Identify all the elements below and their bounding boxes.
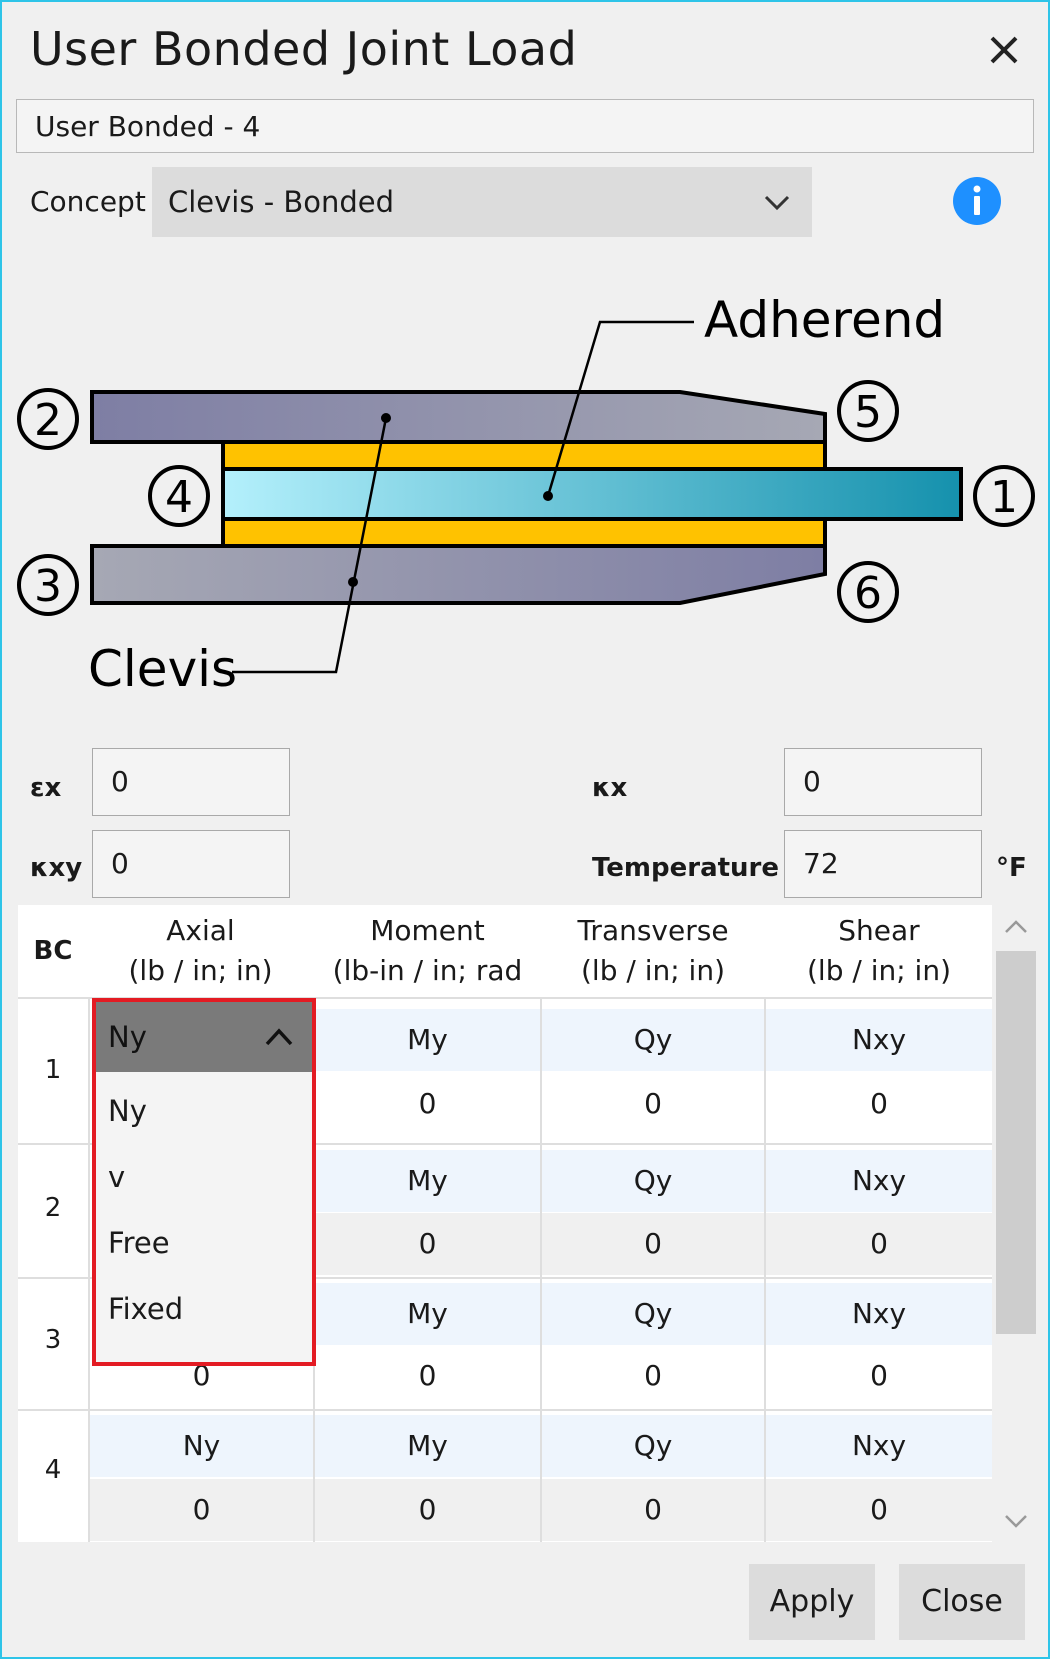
header-bc: BC — [33, 936, 73, 966]
temperature-label: Temperature — [592, 853, 780, 883]
kxy-input[interactable]: 0 — [92, 830, 290, 898]
moment-value-1[interactable]: 0 — [315, 1073, 540, 1135]
chevron-down-icon — [764, 195, 790, 211]
dropdown-option-free[interactable]: Free — [108, 1226, 170, 1260]
shear-select-1[interactable]: Nxy — [766, 1009, 992, 1071]
axial-dropdown-selected[interactable]: Ny — [96, 1002, 312, 1072]
marker-3: 3 — [17, 554, 79, 616]
moment-value-4[interactable]: 0 — [315, 1479, 540, 1541]
header-moment: Moment(lb-in / in; rad — [332, 914, 523, 987]
adherend-leader — [546, 320, 694, 497]
scroll-down-icon[interactable] — [1004, 1513, 1028, 1529]
axial-dropdown-open[interactable]: Ny Ny v Free Fixed — [92, 998, 316, 1366]
marker-6: 6 — [837, 561, 899, 623]
header-transverse: Transverse(lb / in; in) — [577, 914, 729, 987]
close-icon[interactable] — [984, 30, 1024, 70]
shear-select-2[interactable]: Nxy — [766, 1150, 992, 1212]
adhesive-top — [221, 440, 827, 471]
ex-input[interactable]: 0 — [92, 748, 290, 816]
transverse-select-1[interactable]: Qy — [542, 1009, 764, 1071]
concept-value: Clevis - Bonded — [168, 185, 395, 219]
marker-4: 4 — [148, 465, 210, 527]
shear-value-2[interactable]: 0 — [766, 1213, 992, 1275]
shear-select-4[interactable]: Nxy — [766, 1415, 992, 1477]
svg-text:4: 4 — [165, 472, 193, 523]
clevis-leader — [232, 417, 388, 674]
name-input[interactable]: User Bonded - 4 — [16, 99, 1034, 153]
dropdown-option-fixed[interactable]: Fixed — [108, 1292, 184, 1326]
bc-row-3: 3 — [44, 1325, 62, 1355]
dropdown-option-ny[interactable]: Ny — [108, 1094, 147, 1128]
grid-scrollbar[interactable] — [996, 905, 1036, 1542]
joint-diagram: Adherend Clevis 1 2 3 4 5 6 — [17, 291, 1035, 698]
adhesive-bottom — [221, 517, 827, 548]
concept-label: Concept — [30, 185, 146, 218]
apply-button[interactable]: Apply — [749, 1564, 875, 1640]
transverse-value-2[interactable]: 0 — [542, 1213, 764, 1275]
svg-text:2: 2 — [34, 395, 62, 446]
bc-row-1: 1 — [44, 1055, 62, 1085]
bc-row-4: 4 — [44, 1455, 62, 1485]
svg-text:5: 5 — [854, 387, 882, 438]
transverse-select-4[interactable]: Qy — [542, 1415, 764, 1477]
header-axial: Axial(lb / in; in) — [128, 914, 273, 987]
marker-2: 2 — [17, 388, 79, 450]
transverse-value-1[interactable]: 0 — [542, 1073, 764, 1135]
scroll-up-icon[interactable] — [1004, 919, 1028, 935]
info-icon[interactable] — [952, 176, 1002, 226]
transverse-select-3[interactable]: Qy — [542, 1283, 764, 1345]
adherend-label: Adherend — [704, 291, 945, 349]
dropdown-option-v[interactable]: v — [108, 1160, 126, 1194]
svg-text:3: 3 — [34, 561, 62, 612]
concept-select[interactable]: Clevis - Bonded — [152, 167, 812, 237]
moment-value-3[interactable]: 0 — [315, 1345, 540, 1407]
close-button[interactable]: Close — [899, 1564, 1025, 1640]
ex-label: εx — [30, 773, 62, 803]
bc-row-2: 2 — [44, 1193, 62, 1223]
axial-value-4[interactable]: 0 — [90, 1479, 313, 1541]
moment-select-1[interactable]: My — [315, 1009, 540, 1071]
moment-select-3[interactable]: My — [315, 1283, 540, 1345]
dialog-title: User Bonded Joint Load — [30, 22, 578, 76]
marker-1: 1 — [973, 465, 1035, 527]
temperature-unit: °F — [996, 853, 1027, 883]
clevis-top-plate — [90, 390, 827, 444]
moment-select-2[interactable]: My — [315, 1150, 540, 1212]
kx-label: κx — [592, 773, 628, 803]
chevron-up-icon — [265, 1028, 293, 1046]
clevis-label: Clevis — [88, 640, 237, 698]
shear-select-3[interactable]: Nxy — [766, 1283, 992, 1345]
transverse-select-2[interactable]: Qy — [542, 1150, 764, 1212]
clevis-bottom-plate — [90, 544, 827, 605]
shear-value-4[interactable]: 0 — [766, 1479, 992, 1541]
transverse-value-4[interactable]: 0 — [542, 1479, 764, 1541]
header-shear: Shear(lb / in; in) — [806, 914, 952, 987]
axial-select-4[interactable]: Ny — [90, 1415, 313, 1477]
adherend-plate — [221, 467, 963, 521]
svg-text:1: 1 — [990, 472, 1018, 523]
marker-5: 5 — [837, 380, 899, 442]
transverse-value-3[interactable]: 0 — [542, 1345, 764, 1407]
svg-text:6: 6 — [854, 568, 882, 619]
scrollbar-thumb[interactable] — [996, 951, 1036, 1334]
shear-value-1[interactable]: 0 — [766, 1073, 992, 1135]
kx-input[interactable]: 0 — [784, 748, 982, 816]
kxy-label: κxy — [30, 853, 83, 883]
moment-select-4[interactable]: My — [315, 1415, 540, 1477]
temperature-input[interactable]: 72 — [784, 830, 982, 898]
moment-value-2[interactable]: 0 — [315, 1213, 540, 1275]
shear-value-3[interactable]: 0 — [766, 1345, 992, 1407]
